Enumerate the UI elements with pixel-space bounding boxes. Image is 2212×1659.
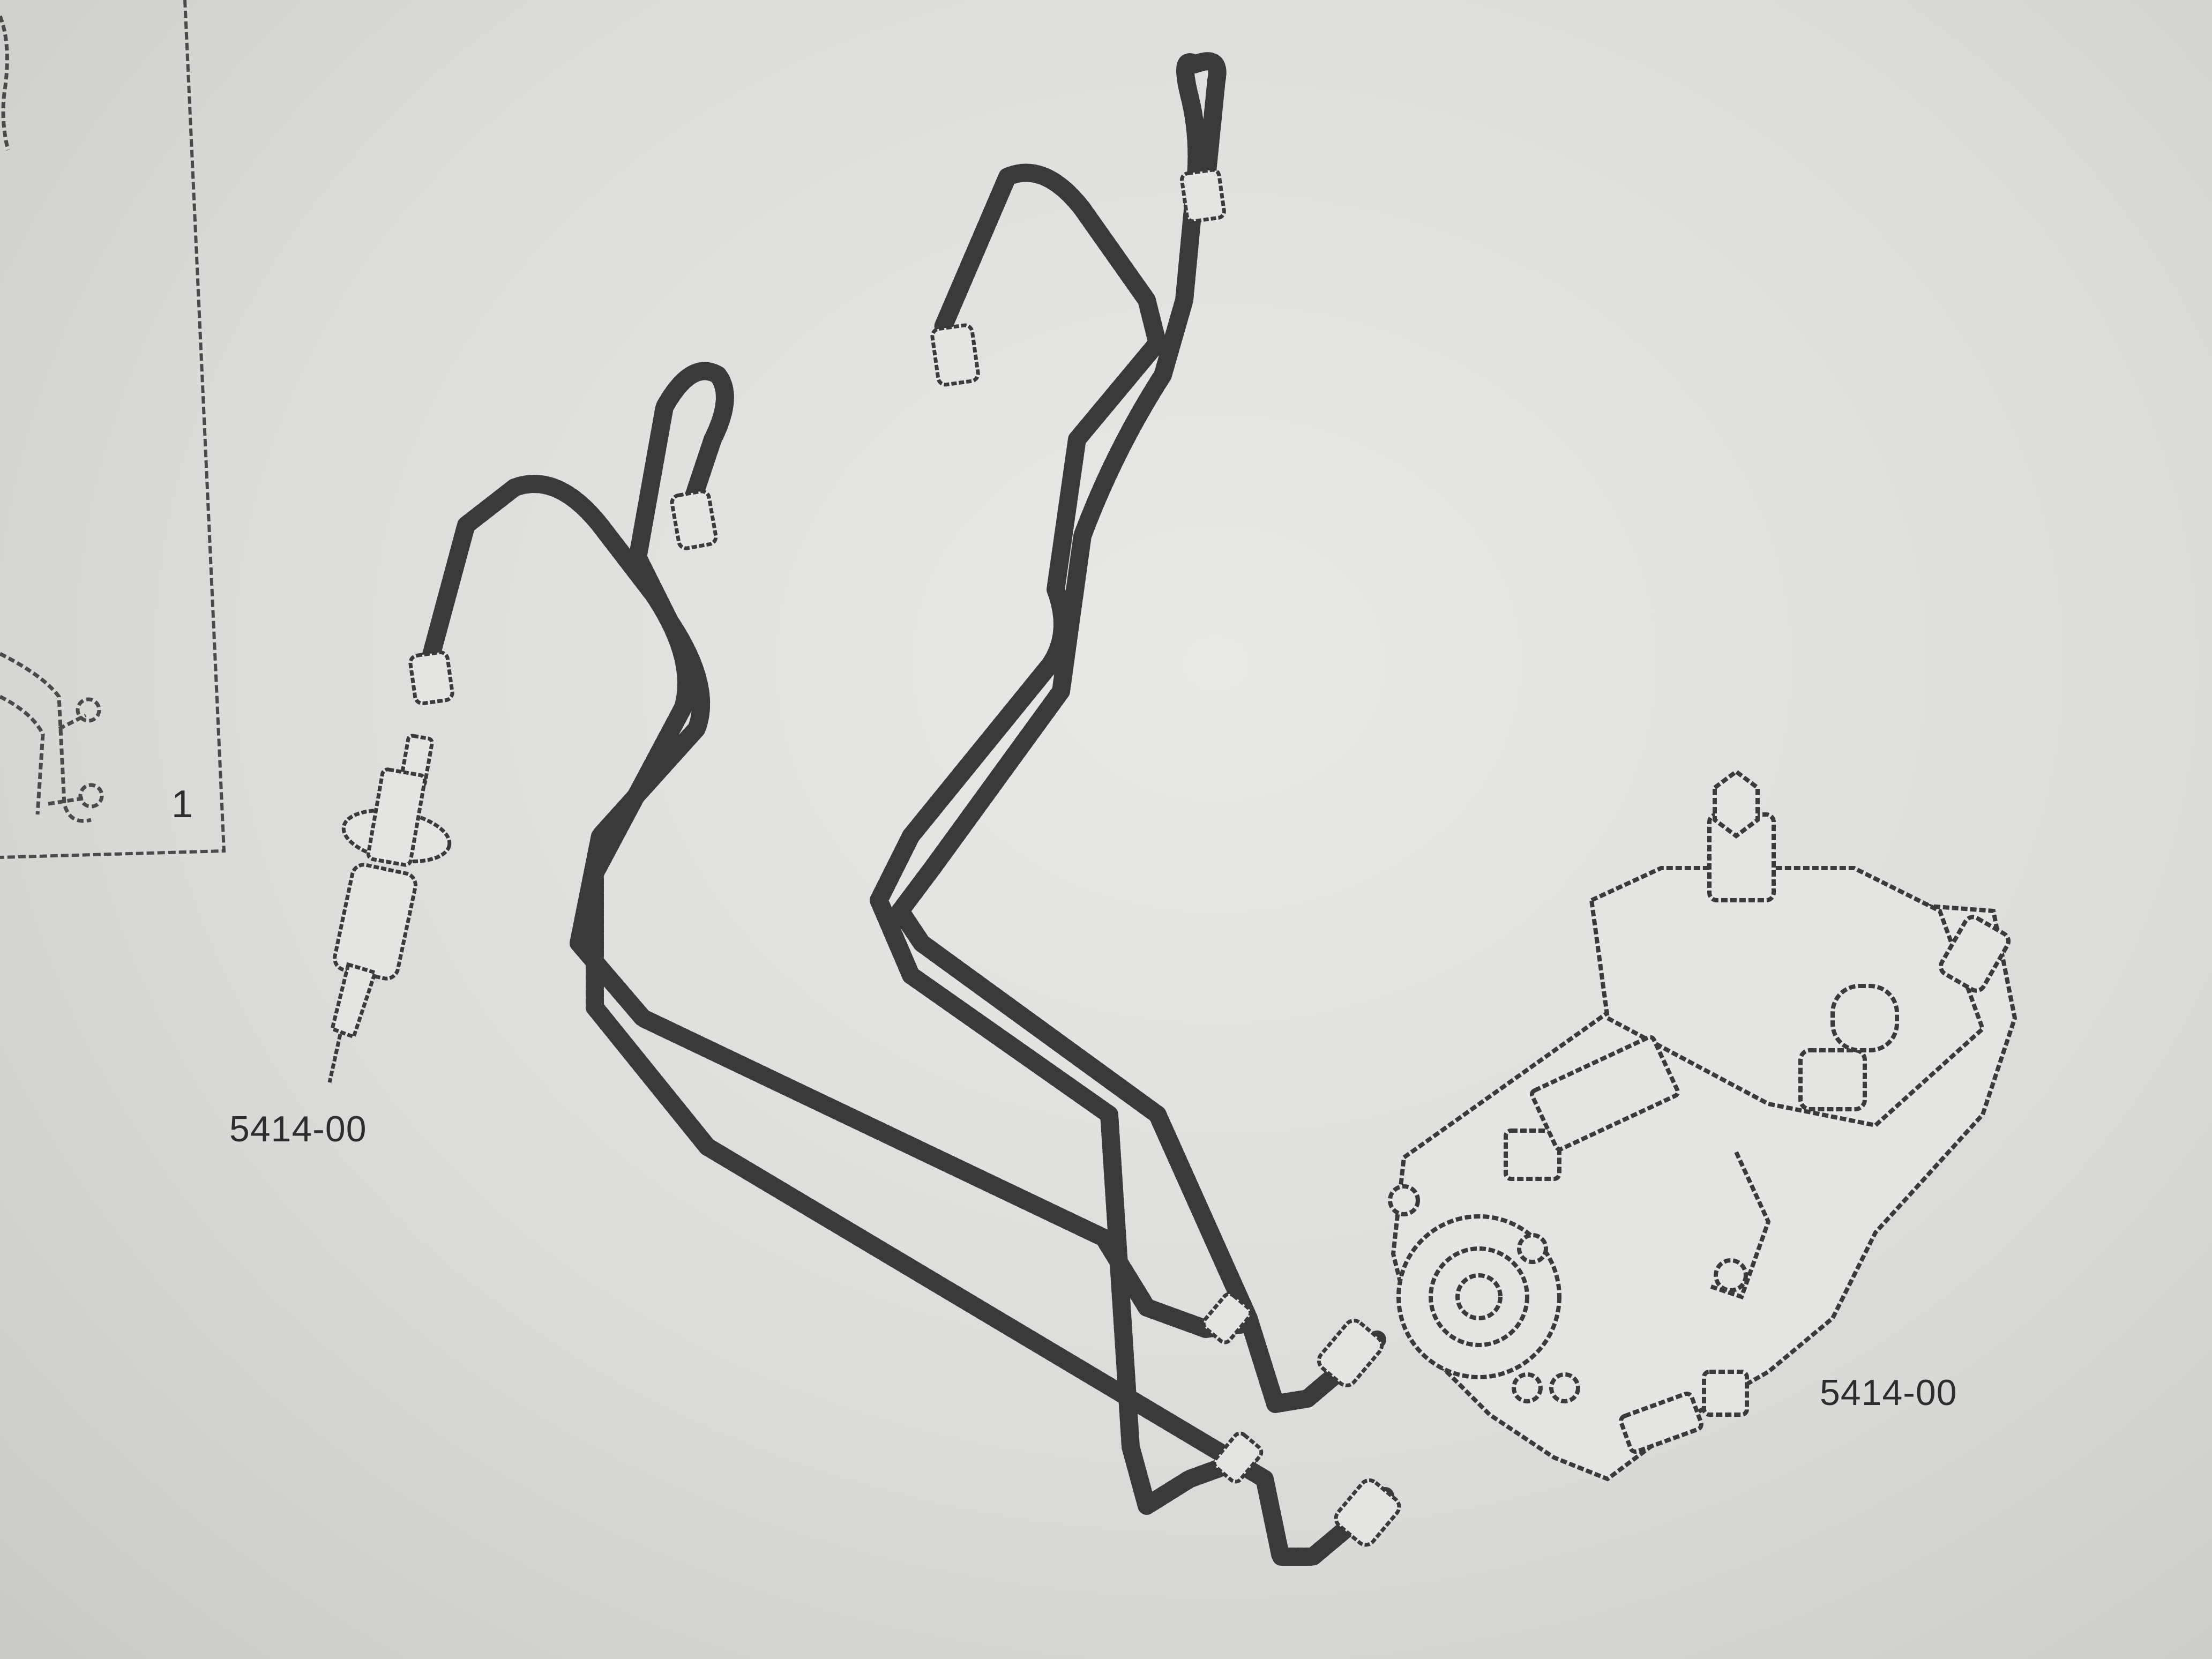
injection-pipe-2 [570,362,1258,1338]
injection-pump [1388,769,2017,1482]
injection-pipe-1 [420,475,1394,1566]
inset-reference-number: 1 [171,783,194,826]
injection-pipe-4 [891,52,1386,1413]
pipe-fittings [408,168,1401,1547]
injection-pipe-3 [870,163,1258,1515]
inset-partial-drawing [0,15,104,823]
inset-frame [0,0,226,859]
injector-part-number: 5414-00 [229,1109,367,1149]
injection-pipes [420,52,1394,1566]
pump-part-number: 5414-00 [1820,1372,1957,1413]
injector-nozzle [327,734,452,1083]
